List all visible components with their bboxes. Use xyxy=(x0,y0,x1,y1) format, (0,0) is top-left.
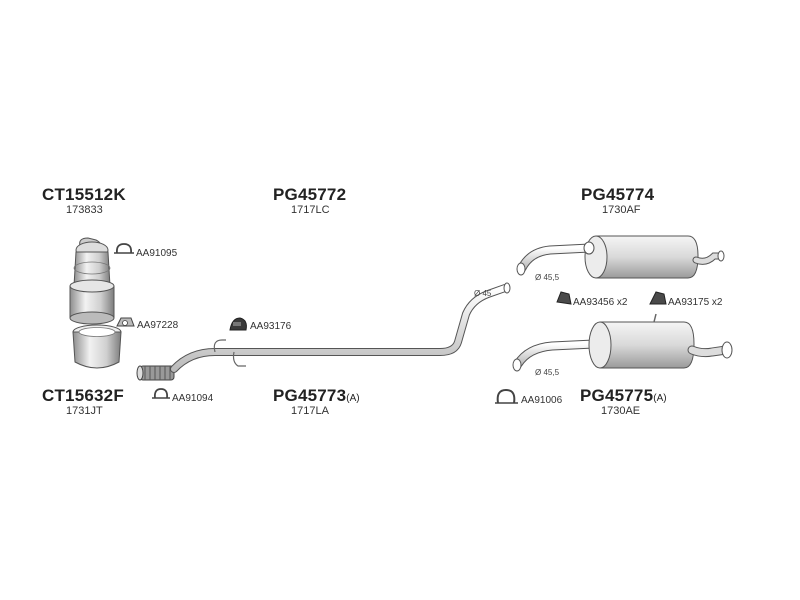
part-ref-rear-silencer-upper: 1730AF xyxy=(602,204,641,216)
accessory-code-aa97228: AA97228 xyxy=(137,320,179,331)
diameter-label-rear-upper: Ø 45,5 xyxy=(535,273,560,282)
part-ref-catalyst-lower: 1731JT xyxy=(66,405,103,417)
accessory-code-aa91094: AA91094 xyxy=(172,393,214,404)
part-code-mid-pipe: PG45773 xyxy=(273,386,347,405)
part-ref-catalyst-upper: 173833 xyxy=(66,204,103,216)
catalyst-upper-part xyxy=(69,237,115,325)
accessory-code-aa91006: AA91006 xyxy=(521,395,563,406)
part-code-catalyst-upper: CT15512K xyxy=(42,185,126,204)
part-ref-front-pipe: 1717LC xyxy=(291,204,330,216)
clamp-icon-aa91095 xyxy=(114,243,134,254)
rubber-mount-icon-aa93176 xyxy=(229,317,247,331)
rear-silencer-upper-part xyxy=(516,235,725,279)
clamp-icon-aa91094 xyxy=(152,388,170,399)
part-ref-mid-pipe: 1717LA xyxy=(291,405,329,417)
diameter-label-rear-lower: Ø 45,5 xyxy=(535,368,560,377)
part-code-front-pipe: PG45772 xyxy=(273,185,347,204)
catalyst-lower-part xyxy=(72,324,122,369)
gasket-icon-aa97228 xyxy=(116,317,135,327)
part-ref-rear-silencer-lower: 1730AE xyxy=(601,405,641,417)
rubber-mount-icon-aa93175 xyxy=(649,291,667,305)
clamp-icon-aa91006 xyxy=(495,388,518,404)
part-label-mid-pipe: PG45773(A) xyxy=(273,386,360,406)
rear-silencer-lower-part xyxy=(512,313,733,372)
rubber-mount-icon-aa93456 xyxy=(556,291,572,305)
part-suffix-rear-silencer-lower: (A) xyxy=(653,393,667,404)
part-suffix-mid-pipe: (A) xyxy=(346,393,360,404)
accessory-code-aa93175: AA93175 x2 xyxy=(668,297,723,308)
accessory-code-aa93456: AA93456 x2 xyxy=(573,297,628,308)
accessory-code-aa93176: AA93176 xyxy=(250,321,292,332)
part-code-rear-silencer-upper: PG45774 xyxy=(581,185,655,204)
part-code-catalyst-lower: CT15632F xyxy=(42,386,124,405)
diameter-label-mid-pipe: Ø 45 xyxy=(474,289,492,298)
part-code-rear-silencer-lower: PG45775 xyxy=(580,386,654,405)
accessory-code-aa91095: AA91095 xyxy=(136,248,178,259)
mid-pipe-part xyxy=(136,282,511,381)
part-label-rear-silencer-lower: PG45775(A) xyxy=(580,386,667,406)
